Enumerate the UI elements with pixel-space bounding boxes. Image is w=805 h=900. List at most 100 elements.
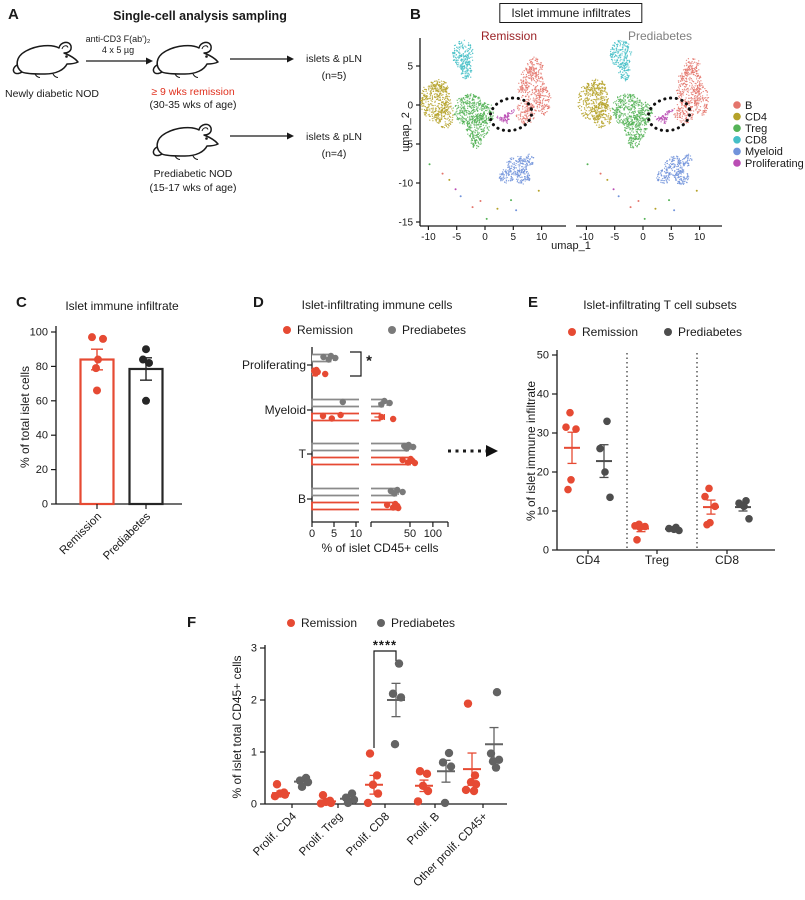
- data-point: [93, 386, 101, 395]
- legend-dot: [568, 328, 576, 336]
- tick-label: 5: [331, 528, 337, 540]
- umap-y-axis-label: umap_2: [400, 112, 412, 152]
- stray-point: [428, 163, 431, 166]
- data-point: [399, 488, 406, 496]
- tick-label: 60: [36, 395, 48, 407]
- tick-label: 40: [36, 430, 48, 442]
- stray-point: [695, 189, 698, 192]
- data-point: [365, 749, 375, 758]
- panel-b-title: Islet immune infiltrates: [511, 6, 631, 20]
- sig-star-panel-d: *: [366, 352, 372, 370]
- outcome2-n: (n=4): [321, 148, 347, 160]
- data-point: [394, 659, 404, 668]
- data-point: [388, 689, 398, 698]
- treatment-label-line1: anti-CD3 F(ab')₂: [85, 34, 151, 44]
- data-point: [491, 763, 501, 772]
- tick-label: 20: [36, 464, 48, 476]
- data-point: [411, 459, 419, 467]
- bar: [311, 487, 359, 497]
- stray-point: [471, 206, 474, 209]
- group-label: Myeloid: [265, 403, 306, 417]
- stray-point: [629, 206, 632, 209]
- legend-label: Prediabetes: [391, 616, 455, 630]
- prediabetic-label: Prediabetic NOD: [153, 168, 233, 180]
- outcome1-label: islets & pLN: [305, 53, 363, 65]
- tick-label: 5: [669, 232, 675, 243]
- umap-prediabetes-subtitle: Prediabetes: [627, 29, 693, 43]
- panel-d-title: Islet-infiltrating immune cells: [301, 298, 453, 312]
- panel-label-f: F: [187, 614, 197, 631]
- data-point: [423, 786, 433, 796]
- bar: [311, 442, 359, 452]
- sig-bracket: [373, 650, 397, 748]
- panel-d-x-label: % of islet CD45+ cells: [321, 541, 439, 555]
- tick-label: 10: [350, 528, 362, 540]
- data-point: [711, 502, 719, 511]
- data-point: [438, 758, 448, 767]
- legend-label: Myeloid: [745, 146, 783, 158]
- tick-label: 0: [251, 799, 257, 811]
- data-point: [142, 396, 150, 405]
- data-point: [332, 354, 339, 362]
- data-point: [633, 536, 641, 544]
- data-point: [343, 798, 353, 808]
- panel-a-diagram: [12, 41, 294, 161]
- category-label: Prolif. CD4: [251, 810, 299, 858]
- stray-point: [515, 209, 518, 212]
- data-point: [280, 790, 290, 799]
- data-point: [383, 501, 391, 509]
- data-point: [415, 767, 425, 776]
- data-point: [703, 520, 711, 529]
- legend-dot: [733, 124, 741, 132]
- bar: [311, 501, 359, 511]
- tick-label: 30: [537, 428, 549, 440]
- tick-label: 0: [42, 499, 48, 511]
- tick-label: -10: [421, 232, 436, 243]
- legend-label: Remission: [297, 323, 353, 337]
- mouse-icon: [152, 123, 219, 161]
- data-point: [444, 748, 454, 758]
- tick-label: 10: [694, 232, 706, 243]
- data-point: [470, 771, 480, 780]
- data-point: [337, 411, 344, 419]
- data-point: [740, 502, 748, 511]
- tick-label: 0: [543, 545, 549, 557]
- tick-label: 0: [407, 101, 413, 112]
- data-point: [596, 444, 604, 453]
- tick-label: 0: [482, 232, 488, 243]
- panel-c-y-label: % of total islet cells: [18, 365, 32, 469]
- data-point: [378, 413, 385, 421]
- data-point: [564, 485, 572, 494]
- group-label: B: [298, 492, 306, 506]
- tick-label: 50: [537, 350, 549, 362]
- data-point: [94, 355, 102, 364]
- legend-dot: [733, 159, 741, 167]
- legend-dot: [733, 147, 741, 156]
- data-point: [566, 408, 574, 417]
- data-point: [409, 443, 417, 451]
- sig-stars-panel-f: ****: [372, 637, 398, 653]
- data-point: [471, 780, 481, 789]
- data-point: [395, 504, 402, 512]
- tick-label: 2: [251, 695, 257, 707]
- umap-point-cloud: [577, 39, 710, 220]
- category-label: Treg: [645, 553, 669, 567]
- tick-label: 80: [36, 361, 48, 373]
- data-point: [99, 334, 107, 343]
- mouse-icon: [12, 41, 79, 79]
- stray-point: [637, 199, 640, 202]
- data-point: [297, 782, 307, 792]
- data-point: [636, 523, 644, 532]
- data-point: [145, 358, 153, 367]
- panel-b-title-box: Islet immune infiltrates: [499, 3, 643, 23]
- data-point: [603, 417, 611, 426]
- tick-label: 100: [424, 528, 442, 540]
- stray-point: [643, 217, 646, 220]
- group-label: T: [299, 447, 307, 461]
- data-point: [469, 786, 479, 796]
